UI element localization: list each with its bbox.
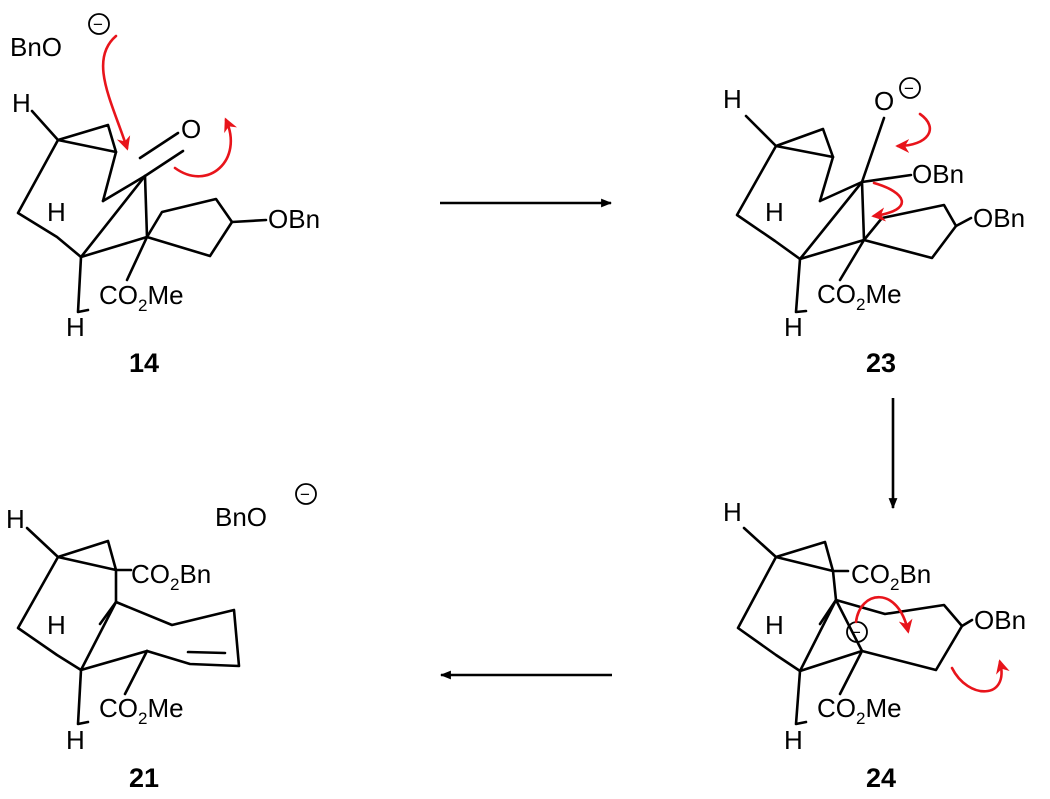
negative-charge-sign: − [851, 623, 861, 642]
h-mid-label: H [47, 610, 66, 640]
nucleophile-label: BnO [10, 32, 62, 62]
compound-number-23: 23 [866, 348, 896, 378]
h-mid-label: H [765, 197, 784, 227]
h-bottom-label: H [784, 312, 803, 342]
compound-number-14: 14 [129, 348, 159, 378]
obn-on-carbon-label: OBn [912, 159, 964, 189]
obn-label: OBn [974, 605, 1026, 635]
obn-label: OBn [268, 204, 320, 234]
compound-21-bonds [16, 526, 241, 726]
compound-24: H CO2Bn H − OBn CO2Me H 24 [723, 497, 1026, 793]
negative-charge-icon [295, 483, 317, 505]
compound-21: BnO − H CO2Bn H CO2Me H 21 [6, 483, 317, 793]
curly-arrow-elimination [854, 596, 913, 634]
negative-charge-icon [88, 13, 110, 35]
compound-14-bonds [16, 109, 268, 314]
negative-charge-sign: − [904, 79, 914, 98]
curly-arrow-bond-cleavage [871, 181, 904, 222]
ketone-o-label: O [181, 114, 201, 144]
compound-23: H O − OBn H OBn CO2Me H 23 [723, 77, 1025, 378]
obn-ring-label: OBn [973, 203, 1025, 233]
negative-charge-sign: − [93, 15, 103, 34]
ester-label: CO2Me [99, 280, 184, 315]
h-top-label: H [723, 497, 742, 527]
alkoxide-o-label: O [874, 86, 894, 116]
curly-arrow-nucleophilic-attack [101, 34, 131, 151]
leaving-group-label: BnO [215, 502, 267, 532]
ester-label: CO2Me [99, 693, 184, 728]
benzyl-ester-label: CO2Bn [851, 559, 931, 594]
compound-23-bonds [735, 114, 973, 314]
h-mid-label: H [765, 610, 784, 640]
curly-arrow-alkoxide-reform [895, 112, 932, 153]
compound-14: BnO − H O H OBn CO2Me H 14 [10, 13, 320, 378]
curly-arrow-carbonyl [173, 117, 237, 178]
negative-charge-sign: − [300, 485, 310, 504]
h-bottom-label: H [784, 725, 803, 755]
ester-label: CO2Me [817, 693, 902, 728]
h-top-label: H [6, 504, 25, 534]
compound-number-24: 24 [866, 763, 896, 793]
curly-arrow-leaving-group [950, 659, 1010, 693]
h-mid-label: H [47, 197, 66, 227]
negative-charge-icon [899, 77, 921, 99]
h-top-label: H [723, 84, 742, 114]
ester-label: CO2Me [817, 279, 902, 314]
compound-number-21: 21 [129, 763, 159, 793]
h-bottom-label: H [66, 725, 85, 755]
benzyl-ester-label: CO2Bn [131, 559, 211, 594]
h-top-label: H [12, 88, 31, 118]
h-bottom-label: H [66, 312, 85, 342]
compound-24-bonds [736, 526, 974, 726]
